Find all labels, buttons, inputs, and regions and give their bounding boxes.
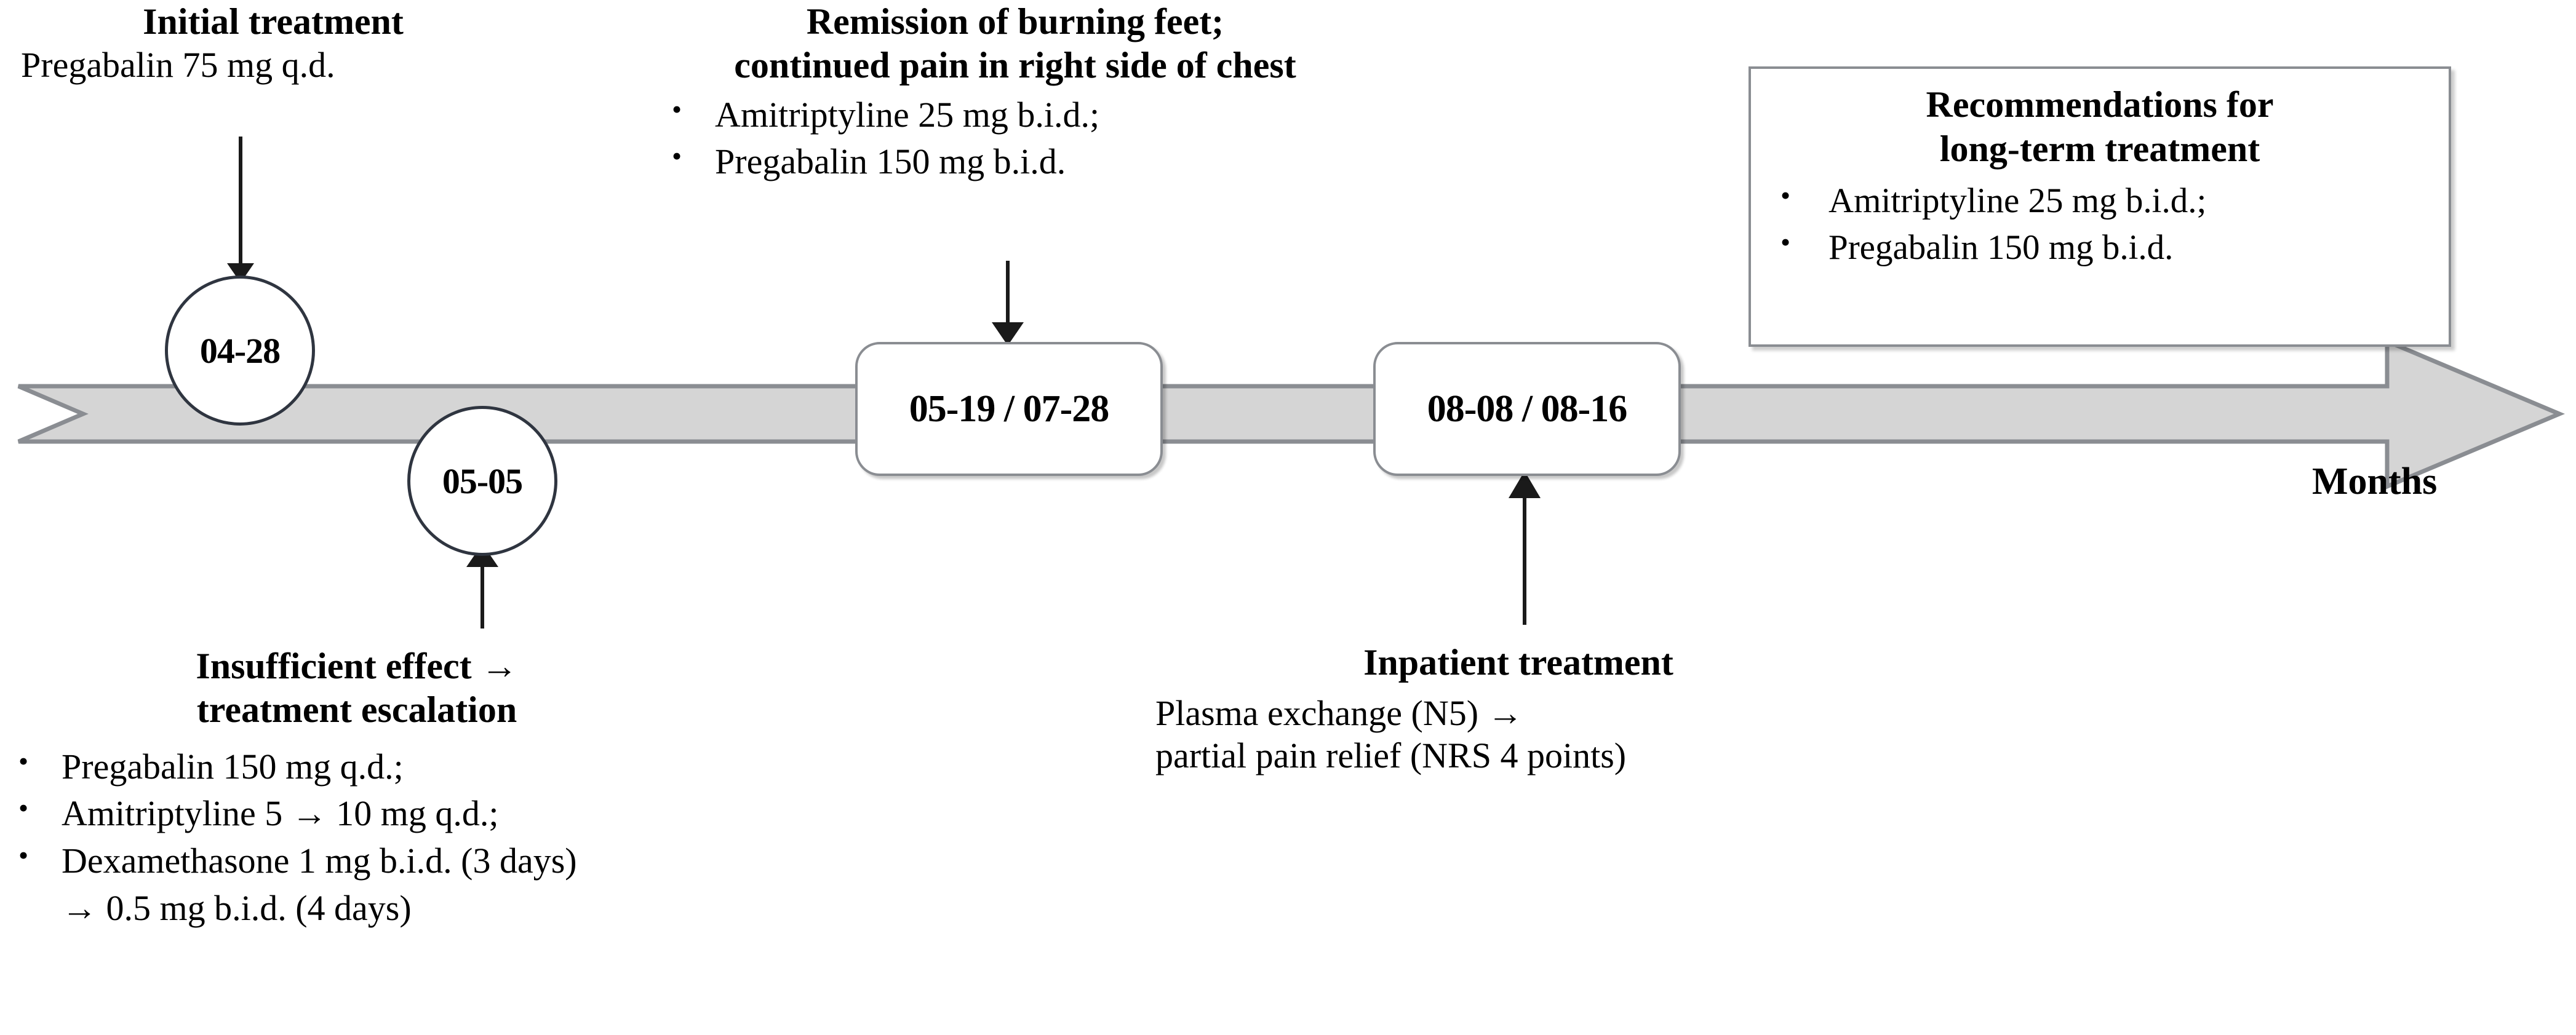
remission-heading-line-2: continued pain in right side of chest bbox=[734, 44, 1296, 85]
list-item: • Amitriptyline 25 mg b.i.d.; bbox=[667, 93, 1390, 137]
list-item-label: Amitriptyline 25 mg b.i.d.; bbox=[715, 94, 1100, 135]
recommendations-bullet-list: • Amitriptyline 25 mg b.i.d.; • Pregabal… bbox=[1769, 180, 2430, 269]
annotation-initial-treatment: Initial treatment Pregabalin 75 mg q.d. bbox=[21, 0, 525, 86]
connector-inpatient bbox=[1509, 471, 1541, 625]
bullet-icon: • bbox=[18, 792, 29, 824]
list-item-label: Amitriptyline 5 → 10 mg q.d.; bbox=[62, 793, 499, 834]
list-item-label: Pregabalin 150 mg q.d.; bbox=[62, 746, 404, 787]
bullet-icon: • bbox=[672, 93, 682, 125]
bullet-icon: • bbox=[18, 839, 29, 871]
axis-label-months: Months bbox=[2312, 461, 2438, 502]
list-item: • Pregabalin 150 mg b.i.d. bbox=[1776, 226, 2430, 269]
escalation-bullet-list: • Pregabalin 150 mg q.d.; • Amitriptylin… bbox=[0, 745, 911, 883]
list-item: • Pregabalin 150 mg b.i.d. bbox=[667, 140, 1390, 184]
initial-treatment-line-1: Pregabalin 75 mg q.d. bbox=[21, 44, 335, 85]
node-marker-08-08-08-16[interactable]: 08-08 / 08-16 bbox=[1373, 342, 1681, 476]
recommendations-box: Recommendations for long-term treatment … bbox=[1749, 66, 2451, 347]
list-item: • Pregabalin 150 mg q.d.; bbox=[14, 745, 911, 789]
list-item-label: Pregabalin 150 mg b.i.d. bbox=[715, 141, 1066, 182]
recommendations-heading-line-2: long-term treatment bbox=[1939, 129, 2260, 169]
node-marker-05-19-07-28[interactable]: 05-19 / 07-28 bbox=[855, 342, 1163, 476]
list-item: • Amitriptyline 25 mg b.i.d.; bbox=[1776, 180, 2430, 223]
remission-bullet-list: • Amitriptyline 25 mg b.i.d.; • Pregabal… bbox=[640, 93, 1390, 184]
node-label: 08-08 / 08-16 bbox=[1427, 387, 1628, 430]
bullet-icon: • bbox=[1780, 226, 1791, 258]
escalation-heading-line-1: Insufficient effect → bbox=[196, 646, 518, 686]
inpatient-line-2: partial pain relief (NRS 4 points) bbox=[1155, 736, 1627, 776]
inpatient-line-1: Plasma exchange (N5) → bbox=[1155, 692, 1523, 733]
initial-treatment-heading: Initial treatment bbox=[143, 1, 404, 42]
bullet-icon: • bbox=[672, 140, 682, 172]
list-item: • Dexamethasone 1 mg b.i.d. (3 days) bbox=[14, 839, 911, 883]
annotation-inpatient-treatment: Inpatient treatment Plasma exchange (N5)… bbox=[1155, 641, 1881, 777]
escalation-continuation-line: → 0.5 mg b.i.d. (4 days) bbox=[62, 887, 412, 928]
annotation-remission: Remission of burning feet; continued pai… bbox=[640, 0, 1390, 188]
connector-escalation bbox=[466, 544, 498, 629]
bullet-icon: • bbox=[1780, 180, 1791, 211]
escalation-heading-line-2: treatment escalation bbox=[196, 689, 517, 730]
node-marker-05-05[interactable]: 05-05 bbox=[407, 406, 557, 556]
connector-initial-treatment bbox=[227, 137, 254, 283]
connector-remission bbox=[992, 261, 1024, 346]
annotation-escalation: Insufficient effect → treatment escalati… bbox=[0, 644, 911, 930]
list-item-label: Pregabalin 150 mg b.i.d. bbox=[1828, 228, 2174, 267]
list-item: • Amitriptyline 5 → 10 mg q.d.; bbox=[14, 792, 911, 836]
bullet-icon: • bbox=[18, 745, 29, 777]
timeline-ribbon-shape bbox=[17, 338, 2566, 490]
list-item-label: Dexamethasone 1 mg b.i.d. (3 days) bbox=[62, 841, 577, 881]
remission-heading-line-1: Remission of burning feet; bbox=[806, 1, 1224, 42]
node-marker-04-28[interactable]: 04-28 bbox=[165, 276, 315, 426]
node-label: 05-05 bbox=[442, 461, 523, 501]
node-label: 04-28 bbox=[199, 330, 281, 371]
node-label: 05-19 / 07-28 bbox=[909, 387, 1110, 430]
inpatient-heading: Inpatient treatment bbox=[1363, 642, 1673, 683]
list-item-label: Amitriptyline 25 mg b.i.d.; bbox=[1828, 181, 2207, 220]
recommendations-heading-line-1: Recommendations for bbox=[1926, 84, 2274, 125]
